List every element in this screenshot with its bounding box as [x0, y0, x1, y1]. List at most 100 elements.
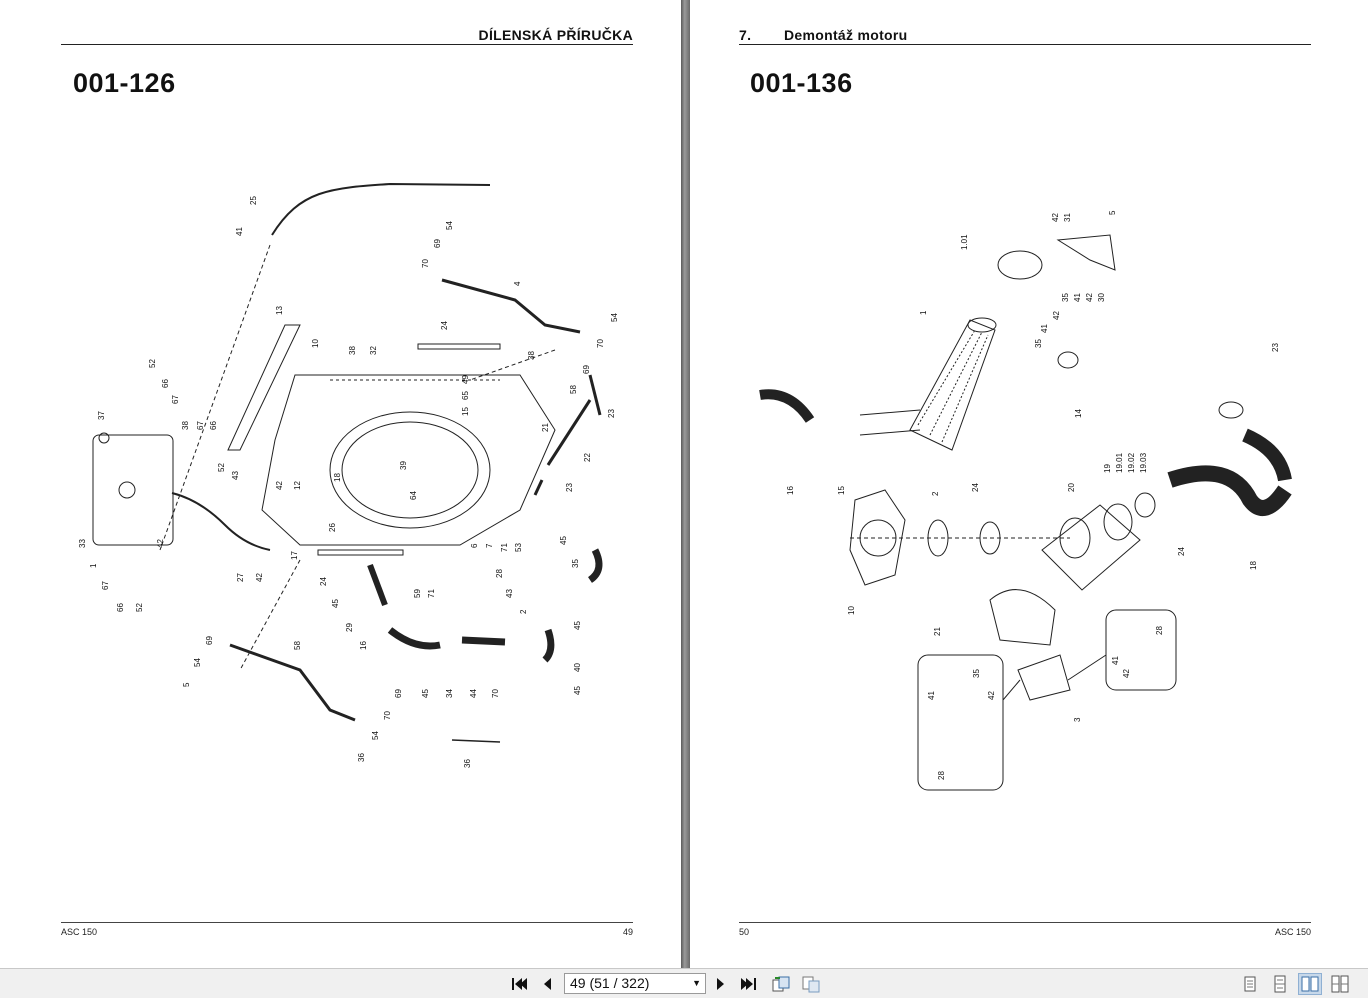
callout-label: 43 [231, 471, 240, 480]
callout-label: 66 [161, 379, 170, 388]
left-header-rule [61, 44, 633, 45]
callout-label: 70 [383, 711, 392, 720]
callout-label: 42 [1085, 293, 1094, 302]
callout-label: 19.03 [1139, 452, 1148, 473]
two-page-view-icon[interactable] [1298, 973, 1322, 995]
callout-label: 71 [500, 543, 509, 552]
callout-label: 33 [78, 539, 87, 548]
right-page: 7. Demontáž motoru 001-136 [690, 0, 1368, 968]
callout-label: 35 [571, 559, 580, 568]
callout-label: 34 [445, 689, 454, 698]
left-page: DÍLENSKÁ PŘÍRUČKA 001-126 [0, 0, 681, 968]
callout-label: 2 [519, 609, 528, 614]
two-page-continuous-view-icon[interactable] [1328, 973, 1352, 995]
callout-label: 16 [786, 486, 795, 495]
page-number-select[interactable]: 49 (51 / 322) ▼ [564, 973, 706, 994]
callout-label: 52 [135, 603, 144, 612]
callout-label: 36 [357, 753, 366, 762]
chevron-down-icon: ▼ [692, 978, 701, 988]
callout-label: 35 [1061, 293, 1070, 302]
right-header-number: 7. [739, 27, 752, 43]
callout-label: 7 [485, 543, 494, 548]
last-page-icon[interactable] [738, 973, 760, 995]
callout-label: 54 [445, 221, 454, 230]
right-header-title: Demontáž motoru [784, 27, 908, 43]
callout-label: 45 [559, 536, 568, 545]
single-page-view-icon[interactable] [1238, 973, 1262, 995]
callout-label: 42 [1051, 213, 1060, 222]
previous-page-icon[interactable] [536, 973, 558, 995]
callout-label: 28 [937, 771, 946, 780]
right-figure-title: 001-136 [750, 68, 853, 98]
callout-label: 1 [919, 310, 928, 315]
callout-label: 66 [209, 421, 218, 430]
callout-label: 38 [348, 346, 357, 355]
callout-label: 30 [1097, 293, 1106, 302]
callout-label: 26 [328, 523, 337, 532]
callout-label: 58 [293, 641, 302, 650]
left-footer-model: ASC 150 [61, 927, 98, 937]
callout-label: 6 [470, 543, 479, 548]
callout-label: 66 [116, 603, 125, 612]
callout-label: 32 [369, 346, 378, 355]
callout-label: 43 [505, 589, 514, 598]
fit-icon[interactable] [800, 973, 822, 995]
callout-label: 70 [596, 339, 605, 348]
callout-label: 35 [1034, 339, 1043, 348]
callout-label: 42 [1052, 311, 1061, 320]
callout-label: 10 [311, 339, 320, 348]
callout-label: 45 [331, 599, 340, 608]
callout-label: 44 [469, 689, 478, 698]
callout-label: 64 [409, 491, 418, 500]
callout-label: 24 [319, 577, 328, 586]
callout-label: 23 [607, 409, 616, 418]
callout-label: 41 [927, 691, 936, 700]
callout-label: 69 [433, 239, 442, 248]
callout-label: 13 [275, 306, 284, 315]
callout-label: 20 [1067, 483, 1076, 492]
left-footer-page-number: 49 [622, 927, 633, 937]
callout-label: 71 [427, 589, 436, 598]
callout-label: 12 [293, 481, 302, 490]
callout-label: 31 [1063, 213, 1072, 222]
callout-label: 2 [931, 491, 940, 496]
callout-label: 19 [1103, 464, 1112, 473]
callout-label: 24 [440, 321, 449, 330]
rotate-icon[interactable] [770, 973, 792, 995]
next-page-icon[interactable] [710, 973, 732, 995]
callout-label: 19.01 [1115, 452, 1124, 473]
callout-label: 21 [541, 423, 550, 432]
callout-label: 37 [97, 411, 106, 420]
viewer-toolbar: 49 (51 / 322) ▼ [0, 968, 1368, 998]
left-figure-title: 001-126 [73, 68, 176, 98]
callout-label: 19.02 [1127, 452, 1136, 473]
callout-label: 52 [148, 359, 157, 368]
callout-label: 45 [421, 689, 430, 698]
page-indicator: 49 (51 / 322) [570, 975, 650, 991]
callout-label: 52 [217, 463, 226, 472]
continuous-view-icon[interactable] [1268, 973, 1292, 995]
callout-label: 70 [491, 689, 500, 698]
first-page-icon[interactable] [508, 973, 530, 995]
callout-label: 5 [182, 682, 191, 687]
callout-label: 54 [610, 313, 619, 322]
callout-label: 45 [573, 686, 582, 695]
callout-label: 23 [565, 483, 574, 492]
page-gutter [681, 0, 690, 968]
right-header-rule [739, 44, 1311, 45]
callout-label: 1.01 [960, 234, 969, 250]
left-exploded-diagram: 25 41 54 69 70 4 13 10 38 32 24 54 70 52… [78, 182, 619, 768]
callout-label: 69 [205, 636, 214, 645]
callout-label: 41 [1111, 656, 1120, 665]
callout-label: 35 [972, 669, 981, 678]
right-footer-model: ASC 150 [1274, 927, 1311, 937]
callout-label: 27 [236, 573, 245, 582]
callout-label: 15 [837, 486, 846, 495]
callout-label: 53 [514, 543, 523, 552]
callout-label: 42 [156, 539, 165, 548]
callout-label: 18 [1249, 561, 1258, 570]
callout-label: 42 [1122, 669, 1131, 678]
callout-label: 41 [1040, 324, 1049, 333]
callout-label: 29 [345, 623, 354, 632]
callout-label: 28 [1155, 626, 1164, 635]
